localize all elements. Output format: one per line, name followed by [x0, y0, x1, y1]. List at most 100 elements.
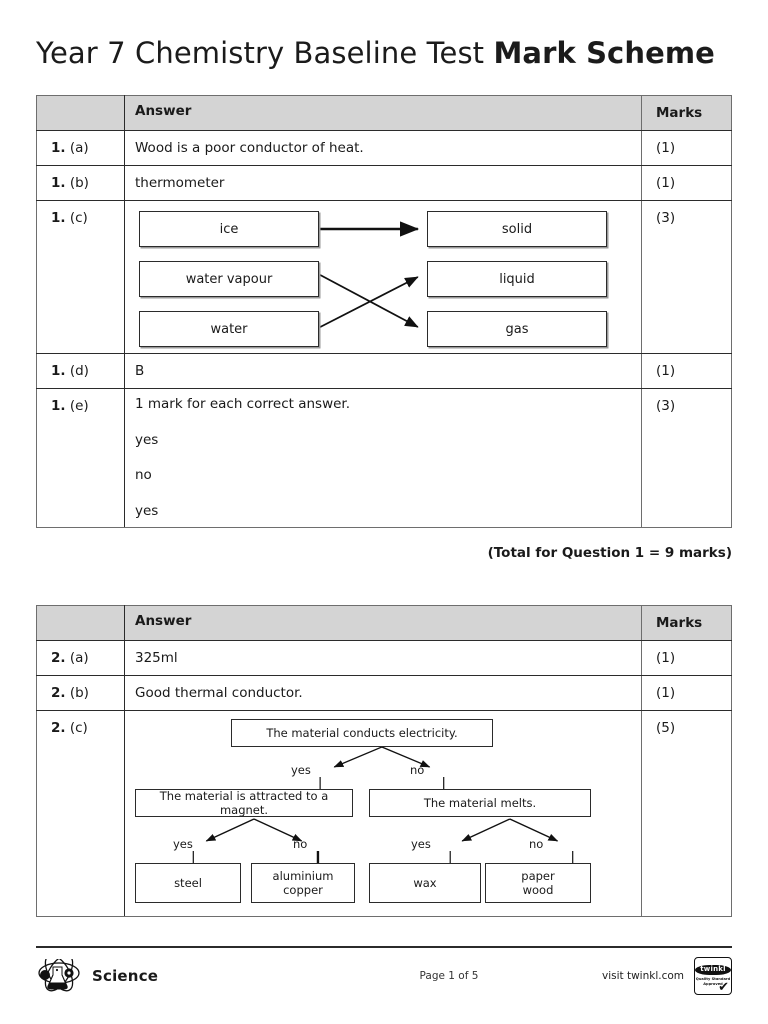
question-part: (a) [69, 140, 89, 156]
row-label-2b: 2. (b) [36, 675, 125, 711]
flow-text-line2: copper [283, 883, 323, 897]
row-marks-1c: (3) [641, 200, 732, 354]
footer-page-number: Page 1 of 5 [419, 970, 479, 982]
match-right-box-gas: gas [427, 311, 607, 347]
check-icon: ✔ [718, 980, 729, 995]
flow-box-aluminium-copper: aluminium copper [251, 863, 355, 903]
page-footer: Science Page 1 of 5 visit twinkl.com twi… [36, 948, 732, 1004]
match-right-box-solid: solid [427, 211, 607, 247]
row-marks-1a: (1) [641, 130, 732, 166]
row-label-1d: 1. (d) [36, 353, 125, 389]
footer-divider [36, 946, 732, 948]
question-number: 2. [51, 650, 66, 666]
table-row: 1. (e) 1 mark for each correct answer. y… [36, 388, 732, 528]
twinkl-quality-badge: twinkl Quality Standard Approved ✔ [694, 957, 732, 995]
classification-flowchart: The material conducts electricity. The m… [125, 711, 641, 916]
badge-subtitle-line2: Approved [703, 982, 723, 986]
science-atom-flask-icon [38, 959, 80, 992]
row-answer-2a: 325ml [124, 640, 642, 676]
question-part: (c) [69, 210, 88, 226]
flow-text-line1: paper [521, 868, 555, 883]
matching-diagram: ice water vapour water solid liquid gas [125, 201, 641, 353]
table-row: 1. (a) Wood is a poor conductor of heat.… [36, 130, 732, 166]
flow-label-melts-yes: yes [411, 837, 431, 851]
header-marks-cell: Marks [641, 605, 732, 641]
question-part: (b) [69, 175, 89, 191]
row-answer-1b: thermometer [124, 165, 642, 201]
question-1-total: (Total for Question 1 = 9 marks) [487, 545, 732, 561]
page-title: Year 7 Chemistry Baseline Test Mark Sche… [36, 36, 715, 70]
row-marks-1b: (1) [641, 165, 732, 201]
header-label-cell [36, 95, 125, 131]
row-label-2c: 2. (c) [36, 710, 125, 917]
question-number: 1. [51, 363, 66, 379]
row-answer-1c: ice water vapour water solid liquid gas [124, 200, 642, 354]
flow-box-paper-wood: paper wood [485, 863, 591, 903]
row-label-1b: 1. (b) [36, 165, 125, 201]
row-label-1e: 1. (e) [36, 388, 125, 528]
footer-brand: Science [36, 959, 296, 993]
question-part: (a) [69, 650, 89, 666]
question-number: 1. [51, 140, 66, 156]
flow-box-steel: steel [135, 863, 241, 903]
answer-line: no [135, 467, 152, 483]
badge-subtitle-line1: Quality Standard [695, 977, 731, 982]
flow-label-magnet-no: no [293, 837, 308, 851]
match-left-box-water-vapour: water vapour [139, 261, 319, 297]
flow-box-root: The material conducts electricity. [231, 719, 493, 747]
row-answer-1a: Wood is a poor conductor of heat. [124, 130, 642, 166]
row-answer-2b: Good thermal conductor. [124, 675, 642, 711]
question-part: (e) [69, 398, 89, 414]
table-row: 1. (b) thermometer (1) [36, 165, 732, 201]
badge-subtitle: Quality Standard Approved [696, 977, 730, 986]
flow-label-magnet-yes: yes [173, 837, 193, 851]
row-marks-1e: (3) [641, 388, 732, 528]
row-marks-2b: (1) [641, 675, 732, 711]
header-label-cell [36, 605, 125, 641]
row-answer-1d: B [124, 353, 642, 389]
answer-line: yes [135, 502, 159, 519]
question-number: 1. [51, 210, 66, 226]
flow-box-line: paper wood [521, 869, 554, 898]
table-row: 2. (a) 325ml (1) [36, 640, 732, 676]
question-number: 2. [51, 685, 66, 701]
question-part: (c) [69, 720, 88, 736]
match-right-box-liquid: liquid [427, 261, 607, 297]
badge-brand-label: twinkl [695, 965, 731, 976]
question-number: 1. [51, 398, 66, 414]
table-row: 1. (c) [36, 200, 732, 354]
question-1-table: Answer Marks 1. (a) Wood is a poor condu… [36, 95, 732, 528]
footer-visit-group: visit twinkl.com twinkl Quality Standard… [602, 957, 732, 995]
flow-label-melts-no: no [529, 837, 544, 851]
header-answer-cell: Answer [124, 605, 642, 641]
flow-label-root-yes: yes [291, 763, 311, 777]
answer-line-group: 1 mark for each correct answer. yes no y… [135, 396, 641, 519]
flow-box-melts: The material melts. [369, 789, 591, 817]
row-answer-1e: 1 mark for each correct answer. yes no y… [124, 388, 642, 528]
question-number: 1. [51, 175, 66, 191]
page-title-regular: Year 7 Chemistry Baseline Test [36, 36, 494, 70]
matching-arrows [319, 221, 420, 328]
flow-box-magnet: The material is attracted to a magnet. [135, 789, 353, 817]
table-row: 2. (c) [36, 710, 732, 917]
page-title-bold: Mark Scheme [493, 36, 715, 70]
question-part: (d) [69, 363, 89, 379]
row-marks-2c: (5) [641, 710, 732, 917]
header-answer-cell: Answer [124, 95, 642, 131]
flow-text-line1: aluminium [272, 868, 334, 883]
row-answer-2c: The material conducts electricity. The m… [124, 710, 642, 917]
table-row: 2. (b) Good thermal conductor. (1) [36, 675, 732, 711]
row-label-2a: 2. (a) [36, 640, 125, 676]
row-marks-2a: (1) [641, 640, 732, 676]
flow-text-line2: wood [522, 883, 554, 897]
flow-label-root-no: no [410, 763, 425, 777]
question-part: (b) [69, 685, 89, 701]
match-left-box-ice: ice [139, 211, 319, 247]
footer-subject-label: Science [92, 967, 159, 985]
answer-line: yes [135, 431, 159, 448]
table-header-row: Answer Marks [36, 605, 732, 641]
answer-line: 1 mark for each correct answer. [135, 396, 351, 412]
table-row: 1. (d) B (1) [36, 353, 732, 389]
row-marks-1d: (1) [641, 353, 732, 389]
